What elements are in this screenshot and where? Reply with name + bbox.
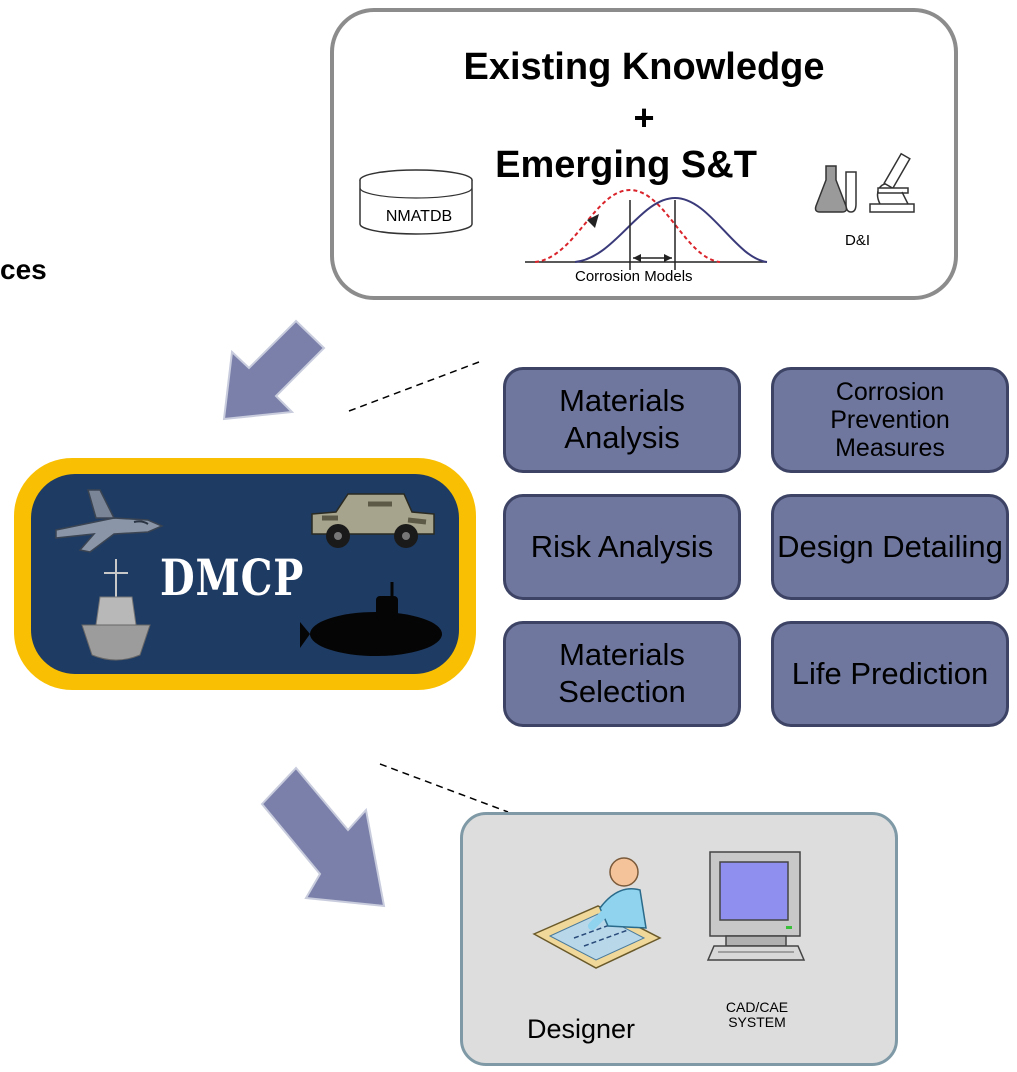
arrow-down-right-icon [260,766,386,908]
activity-life-prediction: Life Prediction [771,621,1009,727]
corrosion-models-label: Corrosion Models [575,268,693,285]
lab-label: D&I [845,232,871,249]
dashed-connector-lower [379,763,509,813]
dmcp-label: DMCP [160,548,305,607]
activity-corrosion-prevention: Corrosion Prevention Measures [771,367,1009,473]
cad-label-line1: CAD/CAE [725,999,789,1015]
corrosion-models-curves [525,188,768,270]
humvee-icon [311,493,435,548]
activity-materials-selection: Materials Selection [503,621,741,727]
design-workstation-panel [460,812,898,1066]
knowledge-title-line2: Emerging S&T [495,144,757,186]
activity-design-detailing: Design Detailing [771,494,1009,600]
activity-risk-analysis: Risk Analysis [503,494,741,600]
activity-materials-analysis: Materials Analysis [503,367,741,473]
knowledge-title-line1: Existing Knowledge [463,46,825,88]
cad-computer-icon [706,851,806,961]
warship-icon [81,559,151,661]
database-label: NMATDB [385,208,453,225]
database-icon [359,169,473,235]
side-text-fragment: ces [0,254,47,285]
submarine-icon [300,582,442,656]
knowledge-title-plus: + [633,97,655,138]
designer-label: Designer [527,1014,636,1044]
fighter-jet-icon [55,489,164,553]
knowledge-panel [330,8,958,300]
microscope-icon [869,152,915,213]
arrow-down-left-icon [222,319,326,421]
designer-icon [532,857,662,969]
lab-flasks-icon [814,165,857,213]
cad-label-line2: SYSTEM [728,1013,786,1030]
dashed-connector-upper [348,361,480,412]
cad-system-label: CAD/CAE SYSTEM [712,1000,802,1029]
